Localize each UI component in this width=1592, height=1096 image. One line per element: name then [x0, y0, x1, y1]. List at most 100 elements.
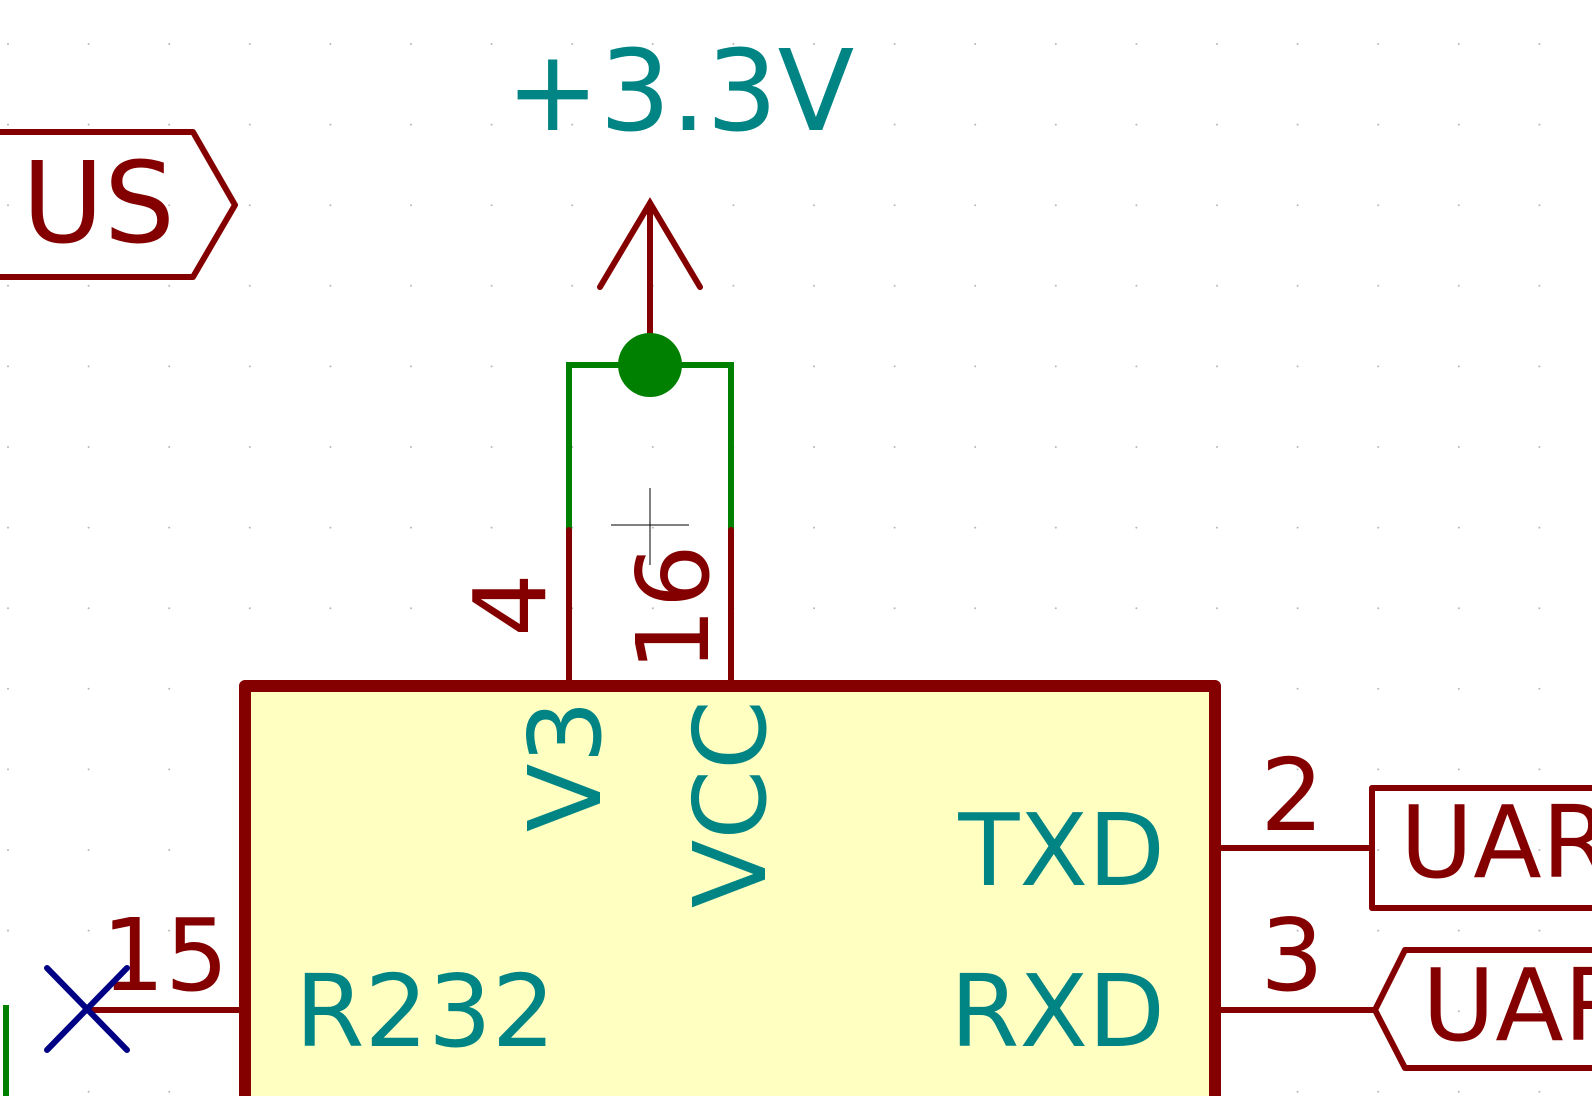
grid-dot: [571, 204, 574, 207]
grid-dot: [1135, 284, 1138, 287]
grid-dot: [1457, 768, 1460, 771]
grid-dot: [168, 607, 171, 610]
grid-dot: [490, 123, 493, 126]
grid-dot: [974, 284, 977, 287]
grid-dot: [1538, 1010, 1541, 1013]
grid-dot: [1377, 123, 1380, 126]
grid-dot: [1216, 123, 1218, 126]
grid-dot: [329, 43, 332, 45]
grid-dot: [1216, 284, 1218, 287]
grid-dot: [1377, 284, 1380, 287]
grid-dot: [1457, 365, 1460, 368]
grid-dot: [87, 526, 90, 529]
grid-dot: [7, 446, 9, 448]
grid-dot: [329, 365, 332, 368]
grid-dot: [1054, 446, 1057, 448]
grid-dot: [1538, 768, 1541, 771]
grid-dot: [893, 526, 896, 529]
grid-dot: [1377, 204, 1380, 207]
grid-dot: [813, 365, 815, 368]
grid-dot: [1377, 43, 1380, 45]
grid-dot: [248, 607, 251, 610]
grid-dot: [1457, 123, 1460, 126]
grid-dot: [651, 43, 654, 45]
grid-dot: [893, 446, 896, 448]
pin-16-number: 16: [615, 544, 732, 671]
grid-dot: [651, 123, 654, 126]
grid-dot: [1457, 43, 1460, 45]
grid-dot: [490, 607, 493, 610]
grid-dot: [7, 929, 9, 932]
grid-dot: [87, 365, 90, 368]
power-symbol-3v3[interactable]: [597, 197, 703, 338]
grid-dot: [168, 768, 171, 771]
grid-dot: [168, 446, 171, 448]
grid-dot: [1296, 1090, 1299, 1093]
grid-dot: [1216, 446, 1218, 448]
grid-dot: [1054, 123, 1057, 126]
global-label-bus-text: US: [22, 139, 175, 269]
grid-dot: [1377, 768, 1380, 771]
grid-dot: [248, 284, 251, 287]
grid-dot: [87, 284, 90, 287]
grid-dot: [168, 123, 171, 126]
grid-dot: [1538, 687, 1541, 690]
ic-reference: R232: [295, 953, 555, 1070]
grid-dot: [168, 284, 171, 287]
grid-dot: [813, 43, 815, 45]
grid-dot: [1296, 204, 1299, 207]
grid-dot: [410, 204, 412, 207]
grid-dot: [87, 768, 90, 771]
grid-dot: [329, 526, 332, 529]
grid-dot: [329, 446, 332, 448]
grid-dot: [732, 123, 735, 126]
grid-dot: [490, 365, 493, 368]
grid-dot: [1538, 607, 1541, 610]
grid-dot: [87, 849, 90, 851]
grid-dot: [1296, 687, 1299, 690]
grid-dot: [7, 687, 9, 690]
pin-16-name: VCC: [672, 700, 789, 908]
no-connect-icon: [44, 965, 130, 1053]
label-uart-tx[interactable]: UAR: [1369, 784, 1592, 911]
grid-dot: [1296, 284, 1299, 287]
grid-dot: [893, 365, 896, 368]
grid-dot: [1054, 204, 1057, 207]
grid-dot: [571, 43, 574, 45]
grid-dot: [1538, 284, 1541, 287]
grid-dot: [1216, 43, 1218, 45]
grid-dot: [7, 123, 9, 126]
grid-dot: [87, 929, 90, 932]
grid-dot: [1538, 43, 1541, 45]
grid-dot: [7, 607, 9, 610]
global-label-bus[interactable]: US: [0, 129, 238, 280]
grid-dot: [410, 284, 412, 287]
grid-dot: [1377, 607, 1380, 610]
grid-dot: [893, 43, 896, 45]
grid-dot: [248, 204, 251, 207]
label-uart-rx[interactable]: UAR: [1372, 947, 1592, 1071]
grid-dot: [732, 284, 735, 287]
grid-dot: [974, 123, 977, 126]
label-uart-rx-text: UAR: [1422, 947, 1592, 1064]
grid-dot: [1457, 1010, 1460, 1013]
grid-dot: [329, 284, 332, 287]
cursor-crosshair-icon: [611, 488, 689, 565]
grid-dot: [1457, 1090, 1460, 1093]
grid-dot: [1457, 929, 1460, 932]
grid-dot: [168, 929, 171, 932]
grid-dot: [87, 446, 90, 448]
grid-dot: [1377, 526, 1380, 529]
grid-dot: [1538, 123, 1541, 126]
grid-dot: [1135, 607, 1138, 610]
grid-dot: [87, 43, 90, 45]
grid-dot: [1296, 929, 1299, 932]
pin-3-name: RXD: [950, 953, 1165, 1070]
grid-dot: [410, 43, 412, 45]
grid-dot: [1538, 1090, 1541, 1093]
grid-dot: [974, 526, 977, 529]
grid-dot: [1457, 284, 1460, 287]
grid-dot: [1377, 1090, 1380, 1093]
grid-dot: [329, 204, 332, 207]
